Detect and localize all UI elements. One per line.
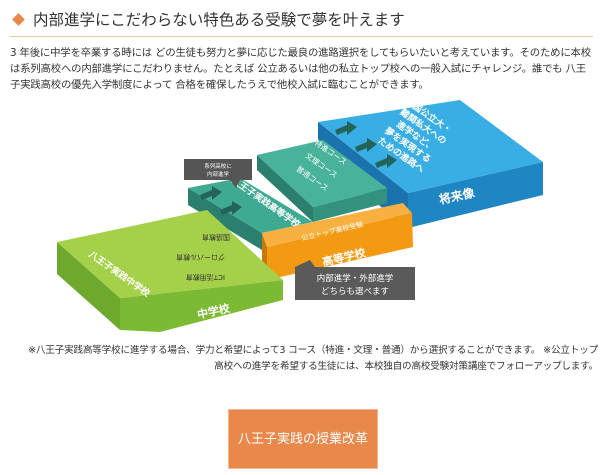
future-block: 将来像 国公立大・ 難関私大への 進学など、 夢を実現する ための進路へ [318,100,543,228]
arrow-icon [375,154,397,168]
section-heading: 内部進学にこだわらない特色ある受験で夢を叶えます [10,8,405,30]
career-path-diagram: 将来像 国公立大・ 難関私大への 進学など、 夢を実現する ための進路へ 特進コ… [57,100,543,332]
footnote: ※八王子実践高等学校に進学する場合、学力と希望によって3 コース（特進・文理・普… [28,345,598,372]
heading-text: 内部進学にこだわらない特色ある受験で夢を叶えます [33,11,405,29]
jh-program-3: ICT活用教育 [186,273,225,282]
divider [10,36,593,37]
jh-program-1: 国語教育 [202,233,230,242]
course-block: 特進コース 文理コース 普通コース [257,137,387,222]
callout-both-2: どちらも選べます [321,286,389,297]
junior-high-block: 中学校 八王子実践中学校 国語教育 グローバル教育 ICT活用教育 [57,210,283,332]
lesson-reform-button[interactable]: 八王子実践の授業改革 [228,409,378,469]
callout-both: 内部進学・外部進学 どちらも選べます [295,260,415,300]
intro-paragraph: 3 年後に中学を卒業する時には どの生徒も努力と夢に応じた最良の進路選択をしても… [10,47,591,91]
progress-arrows [200,121,397,215]
junior-high-label: 中学校 [196,301,232,322]
arrow-icon [335,121,357,135]
callout-both-1: 内部進学・外部進学 [317,273,394,284]
callout-internal-2: 内部進学 [207,170,230,178]
callout-internal: 系列高校に 内部進学 [184,159,252,188]
callout-internal-1: 系列高校に [204,162,232,170]
arrow-icon [200,186,222,200]
jh-program-2: グローバル教育 [176,253,225,262]
arrow-icon [220,201,242,215]
arrow-icon [355,138,377,152]
